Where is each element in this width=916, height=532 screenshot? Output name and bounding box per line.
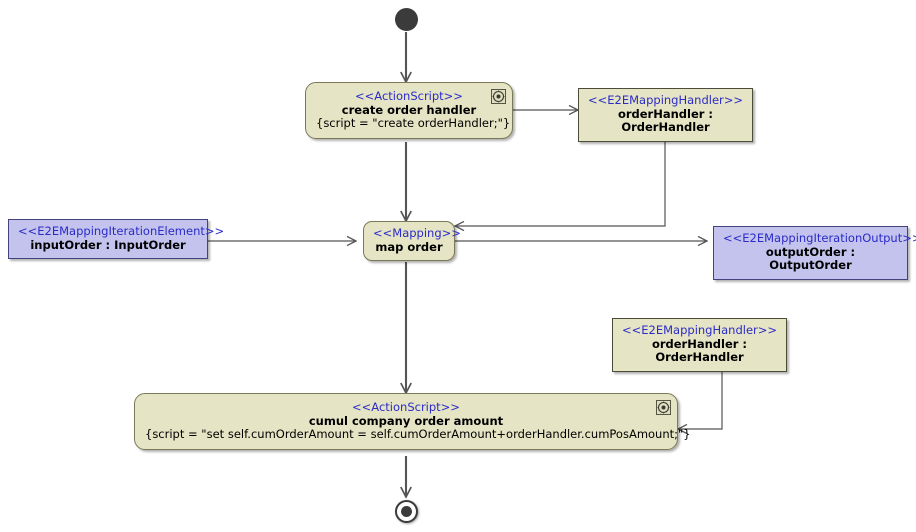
action-create-order-handler[interactable]: <<ActionScript>> create order handler {s… — [305, 82, 513, 139]
object-input-order[interactable]: <<E2EMappingIterationElement>> inputOrde… — [8, 219, 225, 260]
action-cumul-company-order-amount[interactable]: <<ActionScript>> cumul company order amo… — [134, 393, 691, 450]
object-order-handler-bottom[interactable]: <<E2EMappingHandler>> orderHandler : Ord… — [612, 318, 787, 372]
stereotype-label: <<E2EMappingHandler>> — [622, 323, 778, 337]
gear-icon — [491, 89, 506, 104]
action-name: cumul company order amount — [308, 413, 504, 428]
stereotype-label: <<E2EMappingHandler>> — [588, 93, 744, 107]
object-output-order[interactable]: <<E2EMappingIterationOutput>> outputOrde… — [713, 226, 916, 280]
object-name: inputOrder : InputOrder — [30, 237, 186, 252]
action-script: {script = "set self.cumOrderAmount = sel… — [145, 427, 691, 442]
action-map-order[interactable]: <<Mapping>> map order — [363, 221, 461, 262]
object-order-handler-top[interactable]: <<E2EMappingHandler>> orderHandler : Ord… — [578, 88, 753, 142]
action-name: create order handler — [341, 102, 477, 117]
initial-node[interactable] — [395, 8, 418, 31]
stereotype-label: <<E2EMappingIterationOutput>> — [723, 231, 916, 245]
object-name: outputOrder : OutputOrder — [765, 244, 856, 273]
stereotype-label: <<Mapping>> — [373, 226, 461, 240]
stereotype-label: <<E2EMappingIterationElement>> — [18, 224, 225, 238]
stereotype-label: <<ActionScript>> — [355, 89, 463, 103]
object-name: orderHandler : OrderHandler — [651, 336, 748, 365]
object-name: orderHandler : OrderHandler — [617, 106, 714, 135]
stereotype-label: <<ActionScript>> — [352, 400, 460, 414]
gear-icon — [656, 400, 671, 415]
action-name: map order — [375, 239, 443, 254]
final-node[interactable] — [395, 500, 418, 523]
action-script: {script = "create orderHandler;"} — [316, 116, 511, 131]
